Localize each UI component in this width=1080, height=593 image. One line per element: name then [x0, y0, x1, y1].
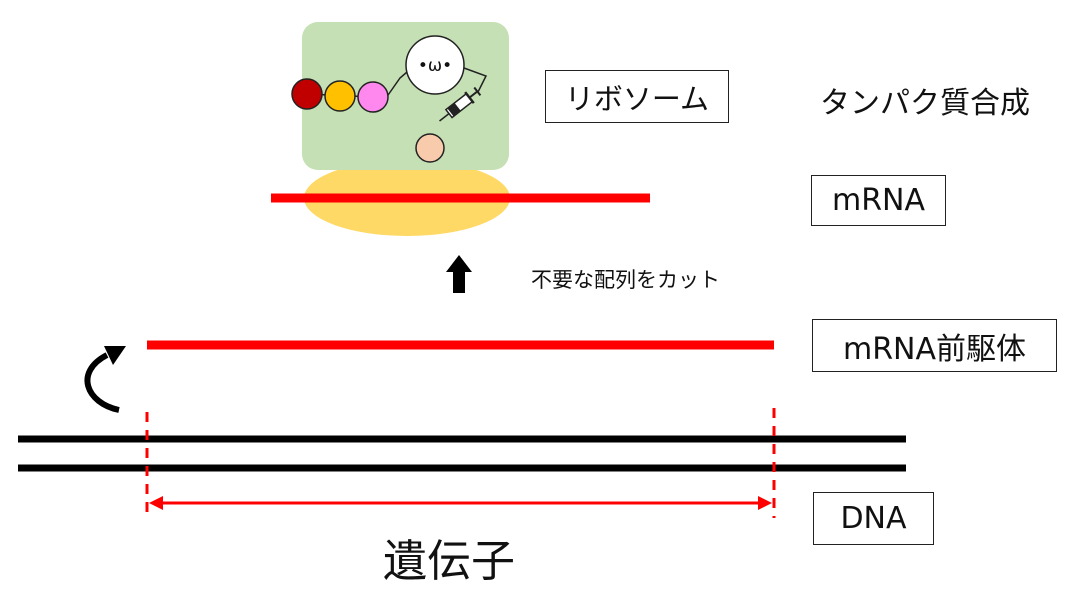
splicing-note: 不要な配列をカット [531, 268, 720, 292]
amino-acid-orange [324, 80, 356, 112]
mrna-label: mRNA [811, 175, 946, 226]
dna-label: DNA [813, 492, 934, 545]
trna-face-text: •ω• [418, 56, 452, 76]
amino-acid-pink [357, 81, 389, 113]
syringe-icon [439, 86, 482, 122]
protein-synthesis-label: タンパク質合成 [820, 86, 1030, 121]
amino-acid-red [291, 78, 323, 110]
up-arrow-icon [446, 255, 472, 293]
trna-face [405, 35, 465, 95]
gene-span-arrowhead-left [149, 496, 163, 510]
ribosome-label: リボソーム [545, 70, 729, 123]
pre-mrna-label: mRNA前駆体 [812, 319, 1057, 372]
transcription-start-arrowhead [104, 346, 126, 365]
gene-span-arrowhead-right [758, 496, 772, 510]
trna-arm [463, 67, 488, 93]
transcription-start-arrow-icon [84, 352, 120, 413]
amino-acid-peach [415, 133, 445, 163]
gene-label: 遺伝子 [383, 536, 515, 587]
